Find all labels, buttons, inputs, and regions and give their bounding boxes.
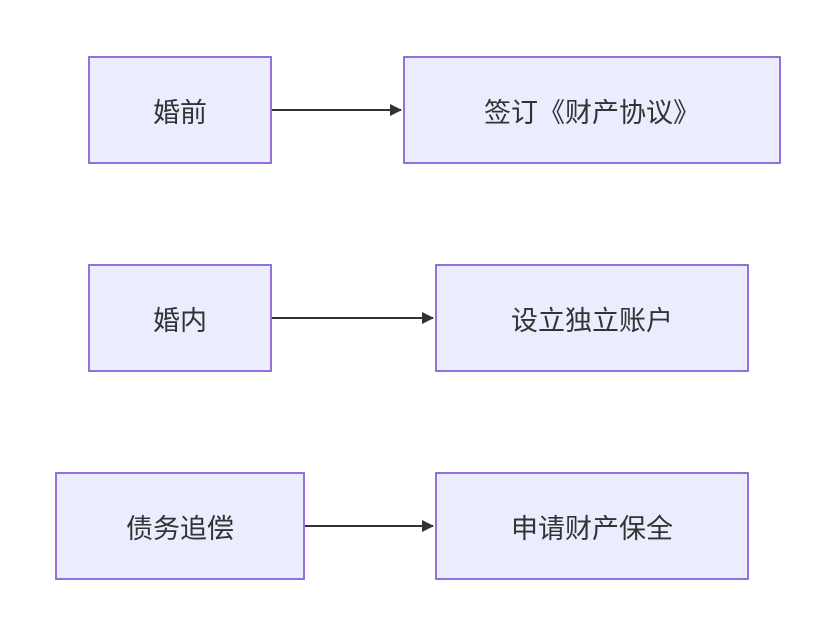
node-sign-property-agreement: 签订《财产协议》 — [403, 56, 781, 164]
node-label: 签订《财产协议》 — [484, 97, 700, 129]
node-label: 债务追偿 — [126, 513, 234, 545]
node-before-marriage: 婚前 — [88, 56, 272, 164]
node-independent-account: 设立独立账户 — [435, 264, 749, 372]
node-label: 设立独立账户 — [511, 305, 673, 337]
node-label: 婚前 — [153, 97, 207, 129]
node-property-preservation: 申请财产保全 — [435, 472, 749, 580]
node-during-marriage: 婚内 — [88, 264, 272, 372]
node-debt-recovery: 债务追偿 — [55, 472, 305, 580]
node-label: 申请财产保全 — [511, 513, 673, 545]
node-label: 婚内 — [153, 305, 207, 337]
